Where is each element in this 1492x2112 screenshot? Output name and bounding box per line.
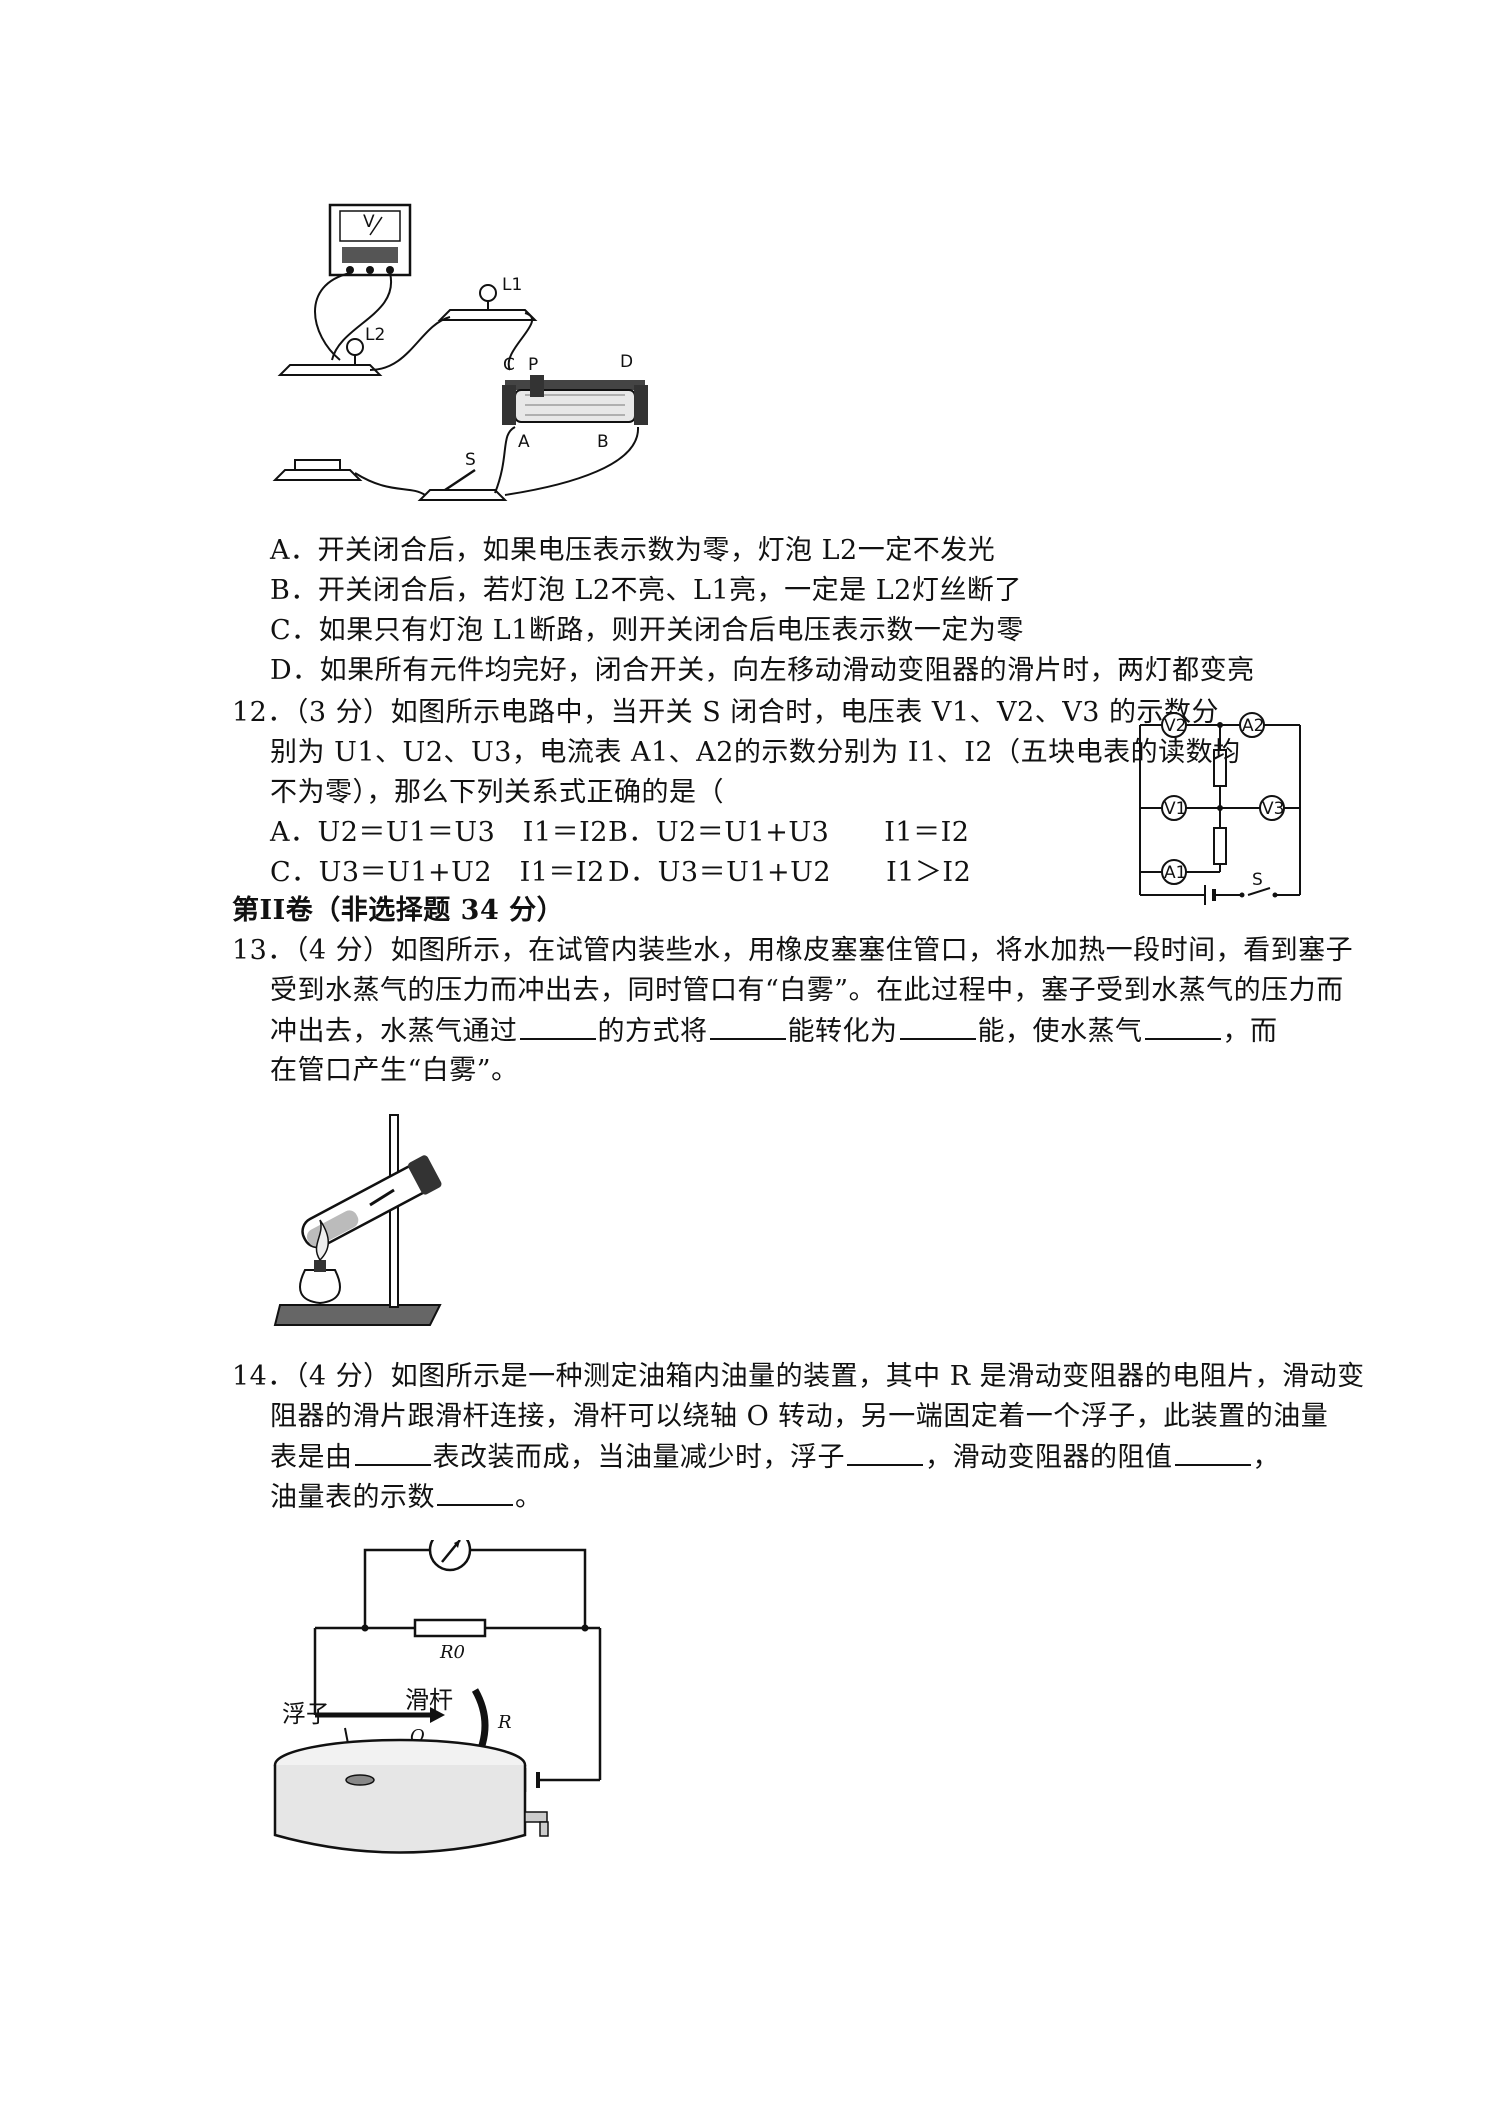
meter-v2-label: V2 xyxy=(1164,716,1186,736)
meter-a2-label: A2 xyxy=(1242,716,1264,736)
q12-text-line-1: 12．（3 分）如图所示电路中，当开关 S 闭合时，电压表 V1、V2、V3 的… xyxy=(232,697,1219,728)
q14-blank-1[interactable] xyxy=(354,1438,431,1466)
meter-v3-label: V3 xyxy=(1262,799,1284,819)
q12-option-c: C．U3＝U1+U2 I1＝I2 xyxy=(270,857,605,888)
q13-text-line-3: 冲出去，水蒸气通过的方式将能转化为能，使水蒸气，而 xyxy=(270,1012,1278,1051)
meter-v1-label: V1 xyxy=(1164,799,1186,819)
q14-blank-3[interactable] xyxy=(1174,1438,1251,1466)
q13-blank-3[interactable] xyxy=(899,1012,976,1040)
r-label: R xyxy=(497,1712,512,1733)
q13-blank-2[interactable] xyxy=(709,1012,786,1040)
q12-text-line-3: 不为零），那么下列关系式正确的是（ xyxy=(270,777,724,808)
float-label: 浮子 xyxy=(282,1700,330,1728)
q13-text-line-1: 13．（4 分）如图所示，在试管内装些水，用橡皮塞塞住管口，将水加热一段时间，看… xyxy=(232,935,1354,966)
r0-label: R0 xyxy=(439,1642,465,1663)
q11-circuit-figure: V L2 L1 C P D A B S xyxy=(272,203,648,501)
meter-a1-label: A1 xyxy=(1164,863,1186,883)
rheostat-c-label: C xyxy=(503,355,515,375)
l2-label: L2 xyxy=(365,325,385,345)
switch-s-label-q12: S xyxy=(1252,870,1263,890)
switch-s-label: S xyxy=(465,450,476,470)
q13-blank-4[interactable] xyxy=(1144,1012,1221,1040)
rheostat-b-label: B xyxy=(597,432,609,452)
rod-label: 滑杆 xyxy=(405,1686,453,1714)
q14-fuel-gauge-figure: R0 R O 滑杆 浮子 xyxy=(273,1540,602,1854)
q11-option-a: A．开关闭合后，如果电压表示数为零，灯泡 L2一定不发光 xyxy=(270,535,996,566)
q11-option-b: B．开关闭合后，若灯泡 L2不亮、L1亮，一定是 L2灯丝断了 xyxy=(270,575,1022,606)
rheostat-p-label: P xyxy=(528,355,538,375)
l1-label: L1 xyxy=(502,275,522,295)
q13-text-line-2: 受到水蒸气的压力而冲出去，同时管口有“白雾”。在此过程中，塞子受到水蒸气的压力而 xyxy=(270,975,1344,1006)
q13-test-tube-figure xyxy=(273,1114,442,1326)
rheostat-d-label: D xyxy=(620,352,633,372)
q14-blank-4[interactable] xyxy=(437,1478,513,1506)
section-2-title: 第II卷（非选择题 34 分） xyxy=(232,895,565,926)
q14-blank-2[interactable] xyxy=(847,1438,923,1466)
q14-text-line-4: 油量表的示数。 xyxy=(270,1478,543,1517)
q12-option-d: D．U3＝U1+U2 I1＞I2 xyxy=(608,857,972,888)
q12-text-line-2: 别为 U1、U2、U3，电流表 A1、A2的示数分别为 I1、I2（五块电表的读… xyxy=(270,737,1241,768)
q12-option-b: B．U2＝U1+U3 I1＝I2 xyxy=(608,817,970,848)
q14-text-line-3: 表是由表改装而成，当油量减少时，浮子，滑动变阻器的阻值， xyxy=(270,1438,1280,1477)
q13-text-line-4: 在管口产生“白雾”。 xyxy=(270,1055,519,1086)
q14-text-line-2: 阻器的滑片跟滑杆连接，滑杆可以绕轴 O 转动，另一端固定着一个浮子，此装置的油量 xyxy=(270,1401,1329,1432)
voltmeter-label: V xyxy=(363,212,375,232)
q11-option-c: C．如果只有灯泡 L1断路，则开关闭合后电压表示数一定为零 xyxy=(270,615,1024,646)
q12-circuit-diagram: V2 A2 V1 V3 A1 S xyxy=(1139,712,1301,905)
q12-option-a: A．U2＝U1＝U3 I1＝I2 xyxy=(270,817,608,848)
rheostat-a-label: A xyxy=(518,432,530,452)
q14-text-line-1: 14．（4 分）如图所示是一种测定油箱内油量的装置，其中 R 是滑动变阻器的电阻… xyxy=(232,1361,1365,1392)
q11-option-d: D．如果所有元件均完好，闭合开关，向左移动滑动变阻器的滑片时，两灯都变亮 xyxy=(270,655,1255,686)
q13-blank-1[interactable] xyxy=(519,1012,596,1040)
